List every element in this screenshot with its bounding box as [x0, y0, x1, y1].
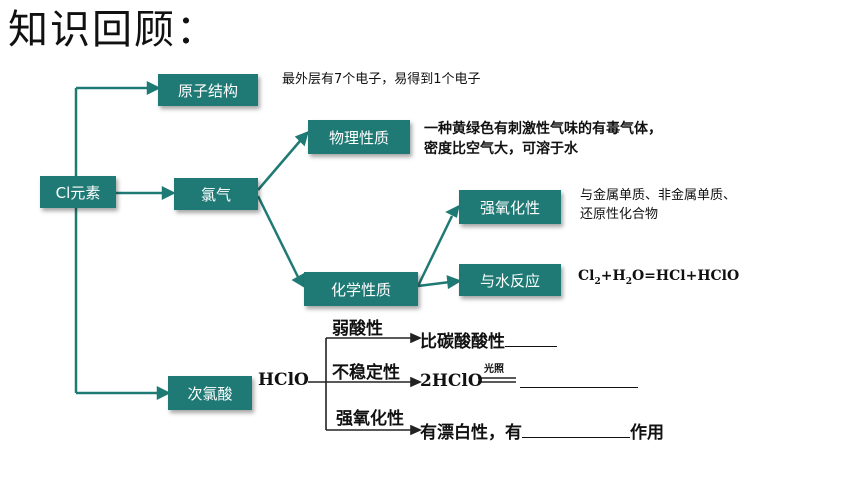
page-title: 知识回顾：	[8, 7, 218, 53]
unstable-label: 不稳定性	[332, 363, 400, 383]
hclo-formula: HClO	[258, 370, 309, 390]
weak-acid-blank	[505, 346, 557, 347]
weak-acid-text: 比碳酸酸性	[420, 327, 557, 352]
atomic-structure-box: 原子结构	[158, 74, 258, 106]
chlorine-gas-box: 氯气	[174, 178, 258, 210]
bleach-text: 有漂白性，有作用	[420, 423, 664, 443]
water-equation: Cl2+H2O=HCl+HClO	[578, 268, 740, 287]
unstable-formula: 2HClO	[420, 371, 483, 391]
physical-note-line1: 一种黄绿色有刺激性气味的有毒气体，	[424, 121, 662, 137]
unstable-blank-wrap	[520, 371, 638, 393]
unstable-blank	[520, 371, 638, 388]
light-condition: 光照	[484, 364, 504, 375]
strong-oxidizing-box: 强氧化性	[459, 190, 561, 224]
oxidizing-note-line2: 还原性化合物	[580, 207, 659, 222]
cl-element-box: Cl元素	[40, 176, 116, 208]
hypochlorous-acid-box: 次氯酸	[168, 376, 252, 410]
react-with-water-box: 与水反应	[459, 264, 561, 296]
oxidizing-note-line1: 与金属单质、非金属单质、	[580, 188, 737, 203]
chemical-properties-box: 化学性质	[304, 272, 418, 306]
structure-note: 最外层有7个电子，易得到1个电子	[282, 72, 481, 87]
bleach-blank	[522, 437, 630, 438]
weak-acid-label: 弱酸性	[332, 319, 383, 339]
physical-note-line2: 密度比空气大，可溶于水	[424, 141, 578, 157]
physical-properties-box: 物理性质	[308, 120, 410, 154]
oxidizing-label: 强氧化性	[336, 409, 404, 429]
